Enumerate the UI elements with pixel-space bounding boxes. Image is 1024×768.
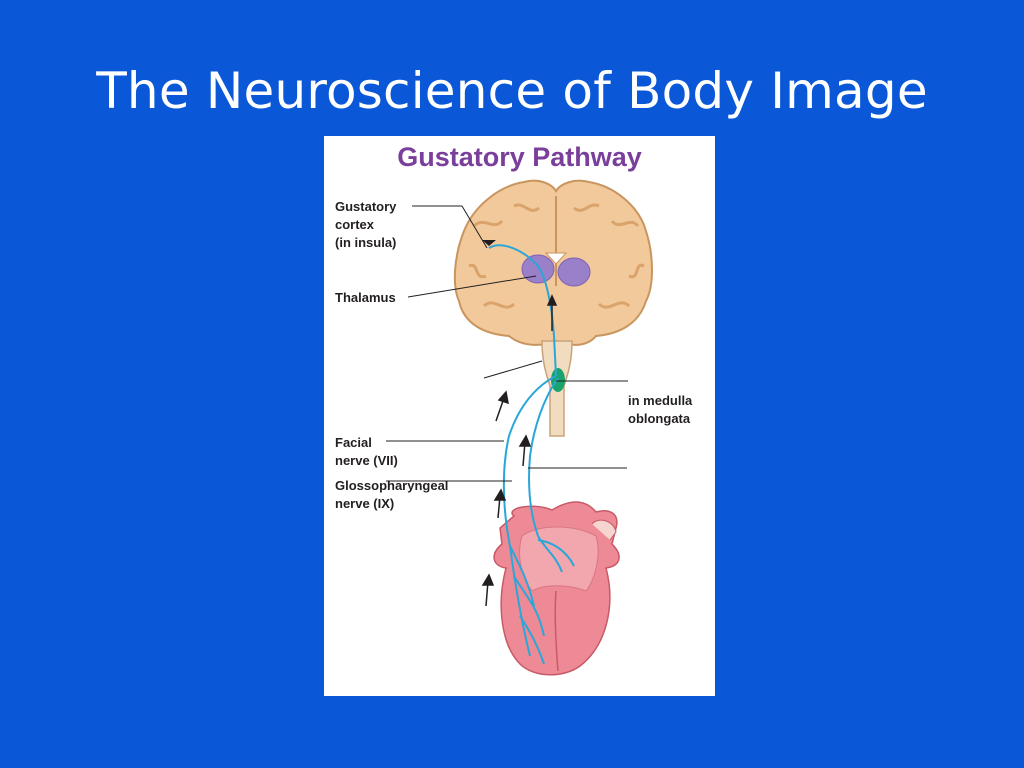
gustatory-pathway-illustration <box>386 179 653 676</box>
slide-title: The Neuroscience of Body Image <box>96 62 928 120</box>
label-glossopharyngeal-nerve: Glossopharyngeal nerve (IX) <box>335 478 449 511</box>
brain-illustration <box>453 179 653 437</box>
arrow-icon <box>482 240 496 246</box>
tongue-illustration <box>493 501 620 676</box>
figure-title: Gustatory Pathway <box>397 142 642 172</box>
direction-arrows <box>481 294 558 607</box>
label-gustatory-cortex: Gustatory cortex (in insula) <box>335 199 397 250</box>
label-facial-nerve: Facial nerve (VII) <box>335 435 398 468</box>
leader-lines <box>386 205 628 482</box>
label-thalamus: Thalamus <box>335 290 396 305</box>
gustatory-pathway-figure: Gustatory Pathway <box>324 136 715 696</box>
label-medulla: in medulla oblongata <box>628 393 693 426</box>
